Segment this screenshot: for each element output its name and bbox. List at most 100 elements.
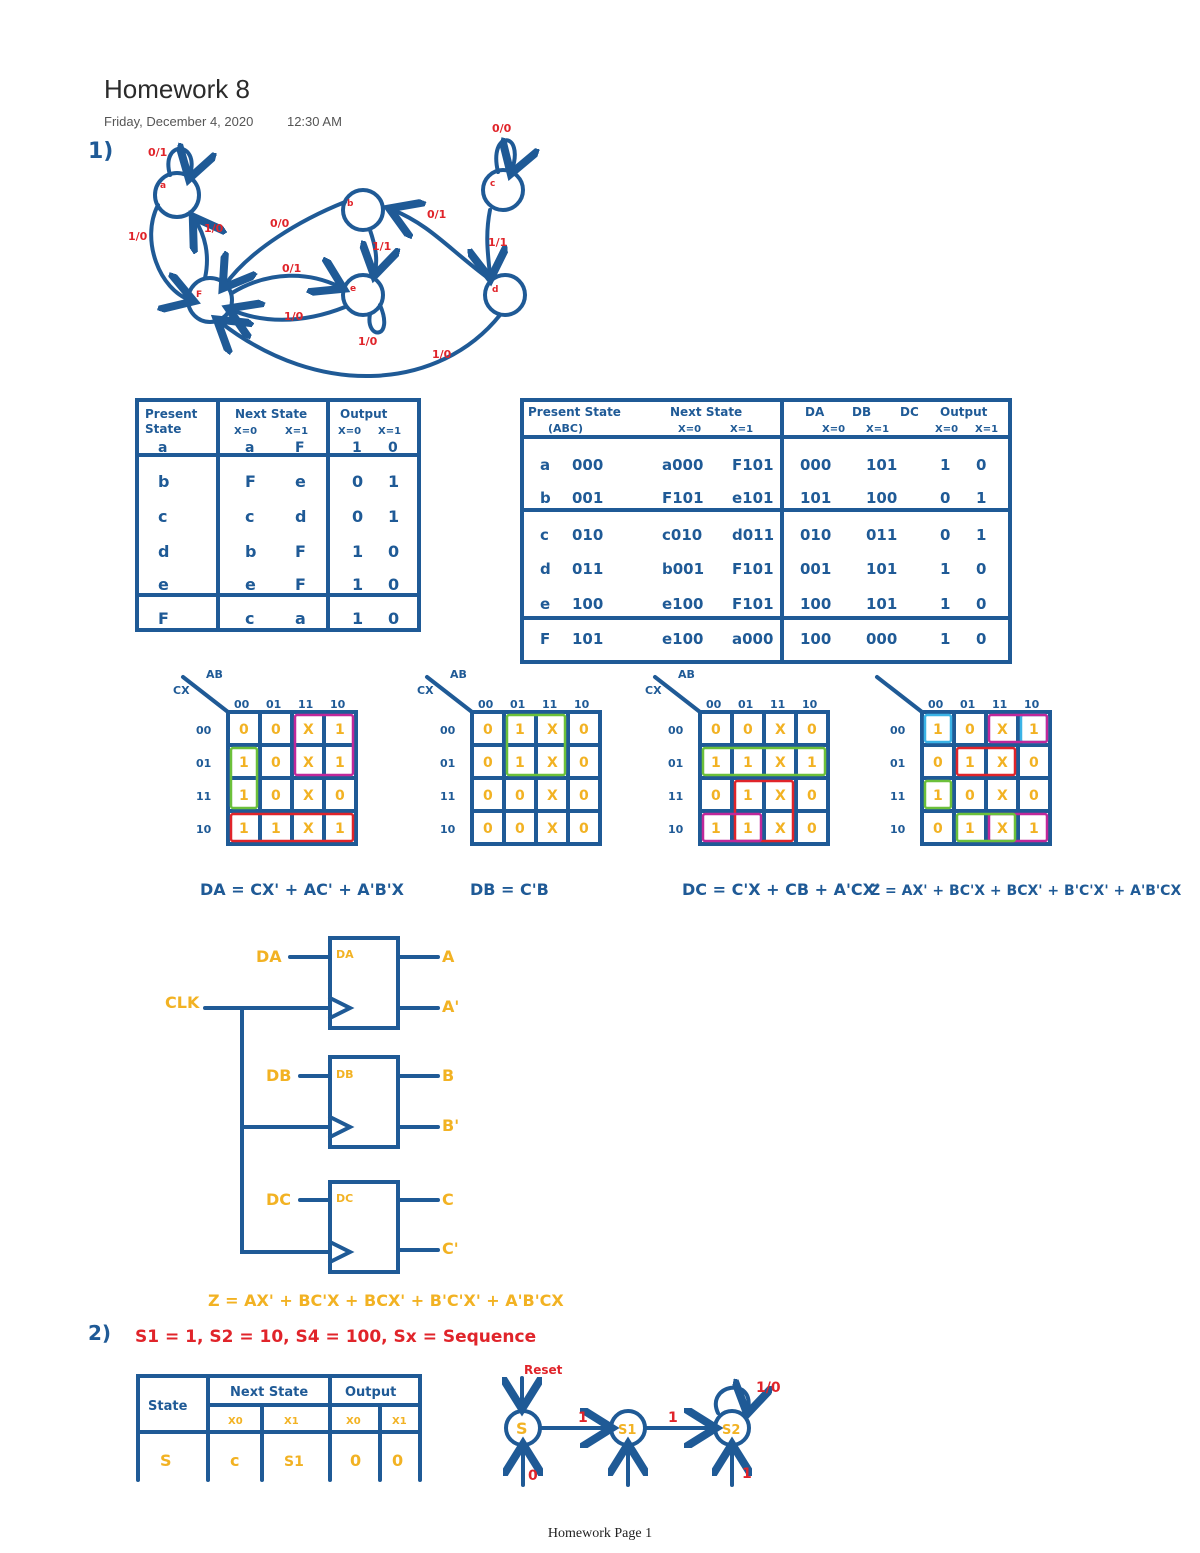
state-node — [341, 188, 385, 232]
table-cell: 1 — [352, 575, 363, 594]
table-cell: a — [245, 440, 254, 456]
problem1-label: 1) — [88, 139, 113, 164]
table-header: Present State — [528, 405, 621, 419]
table-cell: 0 — [940, 489, 950, 507]
kmap-group — [229, 746, 259, 810]
edge-label: 1/0 — [204, 222, 224, 235]
table-cell: 0 — [392, 1451, 403, 1470]
table-cell: e — [295, 472, 306, 491]
kmap-row-label: 00 — [890, 724, 906, 737]
kmap-col-label: 01 — [510, 698, 525, 711]
kmap-row-label: 11 — [890, 790, 905, 803]
table-cell: d — [158, 542, 169, 561]
kmap-group — [987, 812, 1049, 843]
edge-label: 0 — [528, 1468, 538, 1484]
kmap-col-var: AB — [206, 668, 223, 681]
table-header: Next State — [670, 405, 742, 419]
kmap-cell: 1 — [239, 821, 249, 837]
table-cell: 101 — [866, 560, 897, 578]
table-header: (ABC) — [548, 422, 583, 435]
kmap-equation: Z = AX' + BC'X + BCX' + B'C'X' + A'B'CX — [870, 883, 1181, 899]
table-cell: 0 — [976, 595, 986, 613]
kmap-col-label: 11 — [542, 698, 557, 711]
table-cell: 101 — [866, 595, 897, 613]
table-cell: e — [158, 575, 169, 594]
kmap-row-label: 10 — [196, 823, 212, 836]
table-cell: F101 — [662, 489, 704, 507]
table-cell: e — [245, 575, 256, 594]
kmap-col-label: 11 — [770, 698, 785, 711]
state-label: c — [490, 179, 495, 189]
kmap-cell: 1 — [1029, 722, 1039, 738]
kmap-col-var: AB — [450, 668, 467, 681]
table-cell: 100 — [800, 595, 831, 613]
ff-label: DB — [336, 1068, 354, 1081]
table-header: DC — [900, 405, 919, 419]
table-cell: c — [245, 507, 254, 526]
table-cell: c — [230, 1451, 239, 1470]
kmap-row-var: CX — [645, 684, 662, 697]
table-row: F c a 1 0 — [158, 609, 399, 628]
problem2-label: 2) — [88, 1321, 111, 1345]
edge-label: 0/1 — [427, 208, 446, 221]
table-cell: 010 — [572, 526, 603, 544]
table-cell: c — [158, 507, 167, 526]
table-cell: 100 — [800, 630, 831, 648]
kmap-group — [923, 779, 953, 810]
table-cell: 1 — [352, 440, 362, 456]
table-cell: a000 — [732, 630, 773, 648]
table-header: Output — [340, 407, 388, 421]
ff-output-label: A — [442, 947, 455, 966]
note-time: 12:30 AM — [286, 114, 342, 129]
kmap-row-label: 11 — [196, 790, 211, 803]
edge-label: 0/0 — [492, 122, 512, 135]
table-header: X=1 — [730, 424, 753, 435]
ff-output-label: B — [442, 1066, 454, 1085]
table-cell: c010 — [662, 526, 702, 544]
flip-flop-circuit: CLK DA DA A A' DB DB B B' DC DC C C' Z — [165, 936, 564, 1310]
table-header: X=1 — [866, 424, 889, 435]
kmap-cell: 0 — [711, 788, 721, 804]
table-cell: 011 — [572, 560, 603, 578]
table-cell: 101 — [572, 630, 603, 648]
table-cell: F101 — [732, 456, 774, 474]
kmap-cell: 0 — [483, 821, 493, 837]
table-cell: F101 — [732, 560, 774, 578]
kmap-row-label: 01 — [196, 757, 211, 770]
table-cell: F — [540, 630, 550, 648]
kmap-cell: 0 — [335, 788, 345, 804]
kmap-cell: 0 — [271, 755, 281, 771]
table-cell: 0 — [976, 630, 986, 648]
table-cell: F — [158, 609, 169, 628]
table-cell: 1 — [388, 472, 399, 491]
table-cell: 0 — [350, 1451, 361, 1470]
kmap-cell: 0 — [807, 788, 817, 804]
kmap-col-label: 11 — [298, 698, 313, 711]
table-header: X=0 — [822, 424, 845, 435]
kmap-cell: 0 — [515, 821, 525, 837]
table-cell: e — [540, 595, 550, 613]
clk-label: CLK — [165, 993, 200, 1012]
kmap-group — [955, 812, 1017, 843]
kmap-cell: 1 — [515, 755, 525, 771]
kmap-cell: X — [303, 755, 314, 771]
table-cell: 0 — [352, 472, 363, 491]
table-header: Present — [145, 407, 198, 421]
table-cell: e101 — [732, 489, 773, 507]
kmap-cell: X — [303, 821, 314, 837]
state-label: b — [347, 199, 354, 209]
kmap-group — [229, 812, 355, 843]
table-cell: 000 — [866, 630, 897, 648]
table-cell: 011 — [866, 526, 897, 544]
kmap-cell: X — [775, 722, 786, 738]
note-date: Friday, December 4, 2020 — [104, 114, 254, 129]
table-cell: 101 — [866, 456, 897, 474]
